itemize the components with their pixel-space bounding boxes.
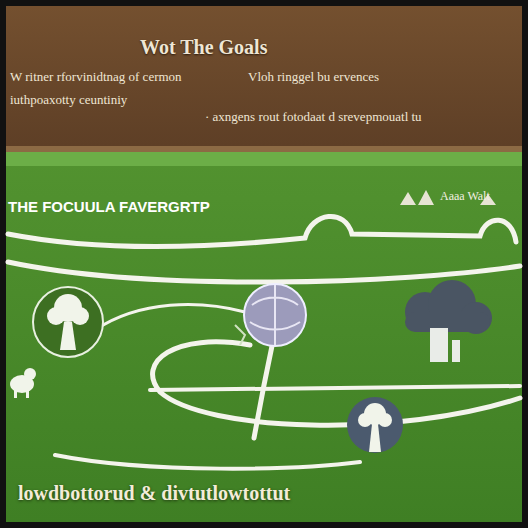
banner-text: THE FOCUULA FAVERGRTP xyxy=(8,198,210,215)
footer-text: lowdbottorud & divtutlowtottut xyxy=(18,482,290,505)
body-text: Vloh ringgel bu ervences xyxy=(248,70,379,85)
banner-note: Aaaa Walt xyxy=(440,190,490,204)
body-text: iuthpoaxotty ceuntiniy xyxy=(10,93,127,108)
title: Wot The Goals xyxy=(140,36,267,59)
body-text: W ritner rforvinidtnag of cermon xyxy=(10,70,182,85)
body-text: · axngens rout fotodaat d srevepmouatl t… xyxy=(205,110,422,125)
